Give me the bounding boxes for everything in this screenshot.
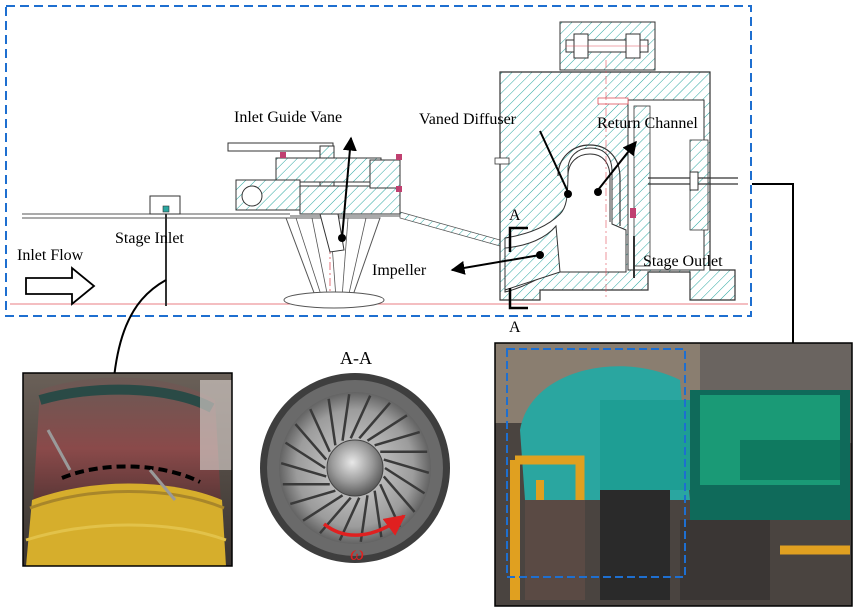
diffuser-vane [294, 423, 328, 461]
inlet-probe-photo [22, 372, 233, 567]
diffuser-vane [319, 496, 352, 535]
label-stage-inlet: Stage Inlet [115, 230, 184, 247]
label-inlet-guide-vane: Inlet Guide Vane [234, 109, 342, 126]
label-return-channel: Return Channel [597, 115, 698, 132]
diffuser-vane [349, 395, 372, 439]
dashed-frame [5, 5, 752, 317]
diffuser-vane [384, 466, 426, 495]
cross-section-drawing: Inlet Guide Vane Vaned Diffuser Return C… [5, 5, 752, 336]
label-vaned-diffuser: Vaned Diffuser [419, 111, 517, 128]
label-inlet-flow: Inlet Flow [17, 247, 84, 264]
diffuser-vane [358, 401, 391, 440]
diffuser-vane [289, 489, 336, 506]
label-section-mark-top: A [509, 207, 521, 224]
diffuser-vane [302, 494, 344, 522]
stage-inlet-probe [149, 195, 181, 306]
label-section-mark-bottom: A [509, 319, 521, 336]
label-omega: ω [350, 543, 364, 565]
label-section-title: A-A [340, 348, 372, 368]
label-stage-outlet: Stage Outlet [643, 253, 723, 270]
diffuser-vanes [280, 394, 430, 542]
label-impeller: Impeller [372, 262, 427, 279]
rotation-arrow [322, 514, 406, 537]
inlet-pipe [22, 211, 501, 247]
inlet-guide-vane-assembly [227, 142, 402, 309]
diffuser-vane [383, 458, 430, 474]
inlet-flow-arrow [25, 266, 96, 306]
diffuser-vane [374, 430, 421, 447]
leader-arrows [338, 130, 637, 275]
diffuser-vane [280, 462, 327, 478]
test-rig-photo [494, 342, 853, 607]
diffuser-vane [382, 475, 416, 513]
diffuser-vane [327, 398, 337, 446]
section-marks [508, 226, 528, 310]
diffuser-vane [341, 394, 351, 441]
diffuser-vane [284, 441, 326, 470]
diffuser-vane [309, 408, 331, 453]
diffuser-vane [366, 414, 408, 442]
impeller-section-photo: A-A ω [260, 348, 450, 565]
